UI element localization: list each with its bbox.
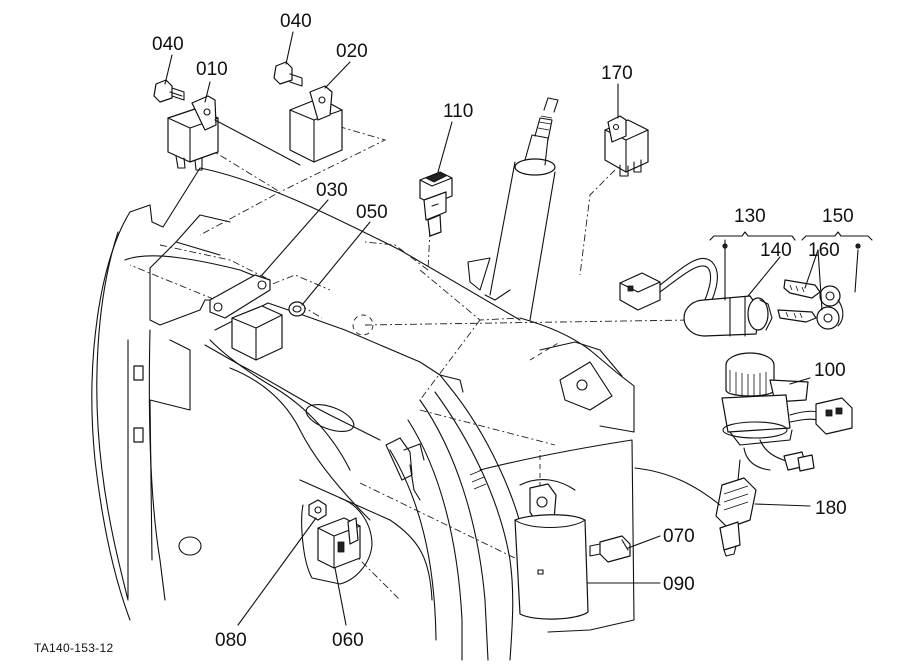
callout-090: 090 xyxy=(663,574,695,595)
grommet-050 xyxy=(288,301,306,317)
callout-040-right: 040 xyxy=(280,11,312,32)
module-090 xyxy=(514,479,589,620)
callout-060: 060 xyxy=(332,630,364,651)
callout-180: 180 xyxy=(815,498,847,519)
relay-030 xyxy=(209,274,283,361)
callout-020: 020 xyxy=(336,41,368,62)
callout-leaders xyxy=(164,31,873,626)
callout-110: 110 xyxy=(443,101,473,122)
callout-140: 140 xyxy=(760,240,792,261)
key-switch-140 xyxy=(619,257,773,337)
keys-160 xyxy=(777,279,844,330)
nut-080 xyxy=(308,499,327,521)
callout-100: 100 xyxy=(814,360,846,381)
relay-170 xyxy=(604,115,649,177)
rotary-switch-100 xyxy=(721,352,853,446)
steering-column xyxy=(484,97,559,321)
callout-030: 030 xyxy=(316,180,348,201)
callout-170: 170 xyxy=(601,63,633,84)
callout-labels: 040 010 040 020 030 050 110 170 130 150 … xyxy=(34,11,854,655)
switch-110 xyxy=(419,171,453,237)
relay-060 xyxy=(301,497,373,585)
callout-130: 130 xyxy=(734,206,766,227)
callout-080: 080 xyxy=(215,630,247,651)
bolt-040-left xyxy=(153,79,185,103)
callout-050: 050 xyxy=(356,202,388,223)
drawing-code: TA140-153-12 xyxy=(34,641,113,655)
callout-040-left: 040 xyxy=(152,34,184,55)
dash-panel xyxy=(91,167,635,661)
module-020 xyxy=(289,85,343,163)
relay-010 xyxy=(167,95,301,171)
sensor-180 xyxy=(634,439,815,557)
callout-070: 070 xyxy=(663,526,695,547)
callout-150: 150 xyxy=(822,206,854,227)
bolt-070 xyxy=(589,535,631,563)
bolt-040-right xyxy=(273,61,303,87)
callout-010: 010 xyxy=(196,59,228,80)
callout-160: 160 xyxy=(808,240,840,261)
assembly-lines xyxy=(129,117,691,601)
